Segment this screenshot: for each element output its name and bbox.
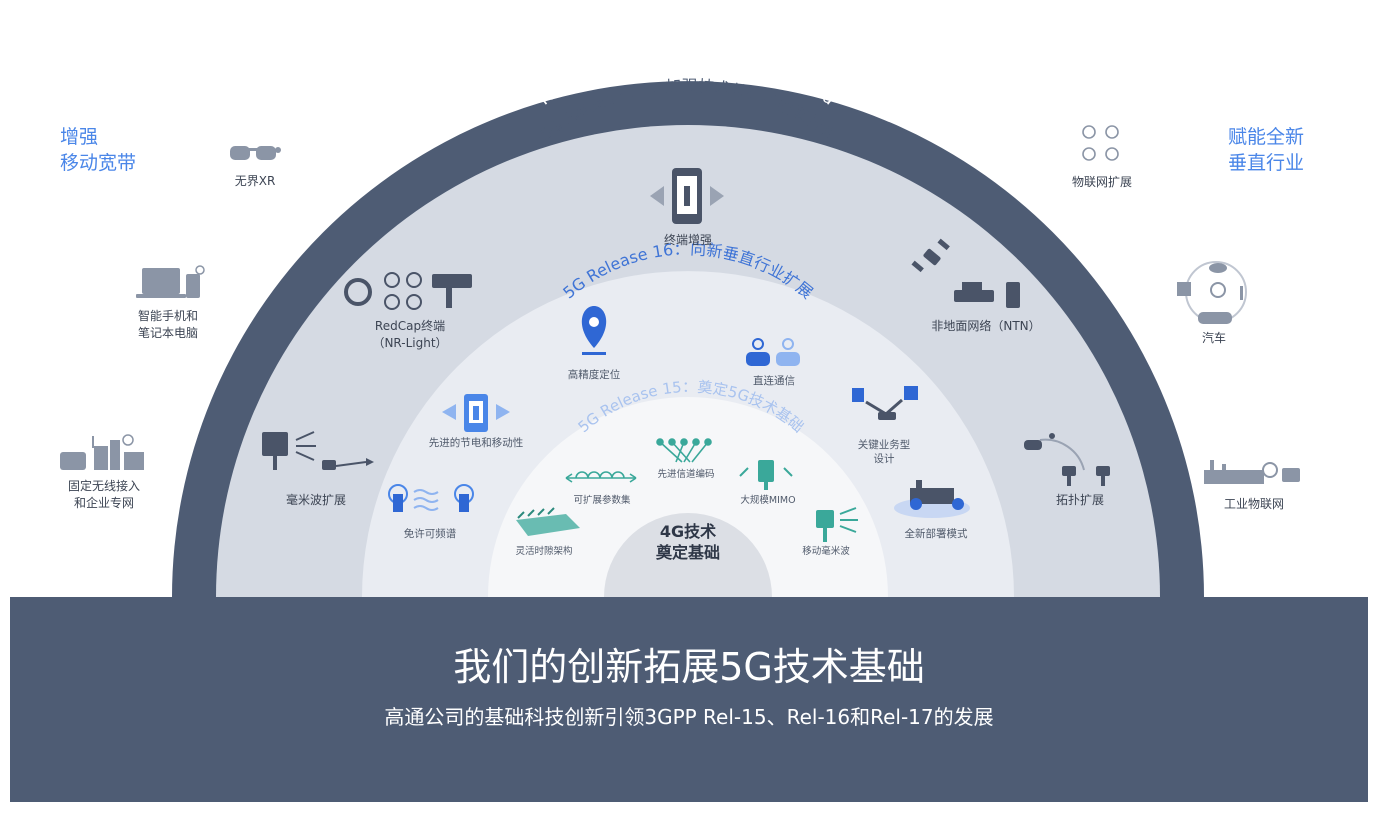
label-topology: 拓扑扩展 [1055, 493, 1105, 507]
mmwave-extension-icon [262, 431, 374, 470]
label-iot: 物联网扩展 [1071, 175, 1133, 189]
core-disc [604, 513, 772, 597]
label-unlicensed: 免许可频谱 [403, 528, 457, 540]
label-mimo: 大规模MIMO [740, 495, 796, 506]
power-mobility-icon [442, 394, 510, 432]
fwa-enterprise-icon [60, 434, 144, 470]
label-ntn: 非地面网络（NTN） [931, 319, 1041, 333]
industrial-iot-icon [1204, 460, 1300, 484]
label-xr: 无界XR [234, 174, 276, 188]
label-redcap: RedCap终端 （NR-Light） [372, 318, 447, 352]
label-tdd: 灵活时隙架构 [515, 546, 573, 557]
label-fwa-line2: 和企业专网 [73, 496, 135, 510]
mission-critical-robot-icon [852, 386, 918, 420]
advanced-channel-coding-icon [656, 438, 712, 463]
flexible-tdd-icon [516, 507, 580, 536]
automotive-icon [1177, 261, 1247, 324]
label-critical-line2: 设计 [873, 453, 895, 465]
label-auto: 汽车 [1201, 331, 1227, 345]
label-numerology: 可扩展参数集 [573, 495, 631, 506]
laptop-phone-icon [136, 265, 205, 298]
label-fwa-line1: 固定无线接入 [67, 479, 141, 493]
label-mobile-mmwave: 移动毫米波 [802, 546, 850, 557]
device-enhancement-icon [650, 168, 724, 224]
positioning-pin-icon [581, 306, 607, 355]
ntn-satellite-icon [911, 238, 1020, 308]
label-v2x: 直连通信 [753, 375, 795, 387]
core-line1: 4G技术 [659, 522, 717, 541]
label-critical-line1: 关键业务型 [857, 439, 911, 451]
label-positioning: 高精度定位 [567, 369, 621, 381]
label-deployment: 全新部署模式 [904, 528, 968, 540]
label-redcap-line2: （NR-Light） [372, 336, 448, 350]
corner-verticals-line2: 垂直行业 [1228, 152, 1305, 174]
label-device-enhancement: 终端增强 [663, 233, 713, 247]
redcap-devices-icon [344, 272, 472, 310]
label-redcap-line1: RedCap终端 [374, 319, 446, 333]
sidelink-v2x-icon [746, 338, 800, 366]
core-4g-label: 4G技术 奠定基础 [656, 521, 720, 563]
corner-embb-line2: 移动宽带 [60, 152, 137, 174]
label-iiot: 工业物联网 [1223, 497, 1285, 511]
iot-expansion-icon [1082, 125, 1119, 161]
core-line2: 奠定基础 [655, 543, 721, 562]
xr-glasses-icon [230, 146, 281, 160]
label-channel-coding: 先进信道编码 [657, 469, 715, 480]
footer-panel: 我们的创新拓展5G技术基础 高通公司的基础科技创新引领3GPP Rel-15、R… [10, 597, 1368, 802]
label-phone-laptop-line2: 笔记本电脑 [137, 326, 199, 340]
band-rel15 [488, 397, 888, 597]
label-critical: 关键业务型 设计 [858, 438, 911, 466]
mobile-mmwave-icon [816, 507, 858, 542]
topology-expansion-icon [1024, 433, 1110, 486]
massive-mimo-icon [739, 460, 793, 490]
unlicensed-spectrum-icon [388, 484, 474, 512]
label-fwa: 固定无线接入 和企业专网 [68, 478, 140, 512]
label-phone-laptop: 智能手机和 笔记本电脑 [138, 308, 198, 342]
new-deployment-factory-icon [894, 480, 970, 518]
corner-verticals: 赋能全新 垂直行业 [1228, 124, 1304, 176]
corner-verticals-line1: 赋能全新 [1228, 126, 1305, 148]
corner-embb-line1: 增强 [60, 126, 99, 148]
label-power-mobility: 先进的节电和移动性 [428, 437, 524, 449]
scalable-numerology-icon [565, 471, 637, 483]
footer-title: 我们的创新拓展5G技术基础 [453, 645, 925, 689]
label-mmwave-extension: 毫米波扩展 [285, 493, 347, 507]
corner-embb: 增强 移动宽带 [60, 124, 136, 176]
footer-subtitle: 高通公司的基础科技创新引领3GPP Rel-15、Rel-16和Rel-17的发… [384, 705, 994, 729]
label-phone-laptop-line1: 智能手机和 [137, 309, 199, 323]
